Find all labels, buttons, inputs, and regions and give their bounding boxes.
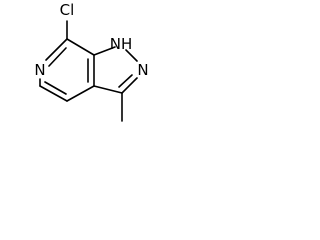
pyrazole-nh-label: NH	[110, 35, 133, 53]
pyrazole-nitrogen-label: N	[137, 61, 148, 79]
bond-c4-c5	[39, 85, 68, 102]
bond-c7-c7a	[66, 38, 95, 56]
pyridine-nitrogen-label: N	[34, 61, 45, 79]
bond-n6-c7	[45, 38, 68, 61]
bond-n1-n2	[125, 49, 138, 62]
bond-c7a-n1	[93, 46, 116, 56]
bond-c4-c5-inner	[44, 81, 67, 95]
pyrazole-ring	[93, 46, 138, 94]
chemical-structure: Cl N NH N	[34, 1, 149, 122]
bond-c3-c3a	[93, 85, 123, 94]
bond-n6-c7-inner	[48, 47, 67, 67]
bond-n2-c3-inner	[118, 74, 133, 88]
bond-c3a-c4	[66, 85, 95, 102]
chlorine-atom-label: Cl	[60, 1, 75, 19]
pyridine-ring	[39, 38, 95, 102]
bond-n2-c3	[121, 77, 138, 94]
